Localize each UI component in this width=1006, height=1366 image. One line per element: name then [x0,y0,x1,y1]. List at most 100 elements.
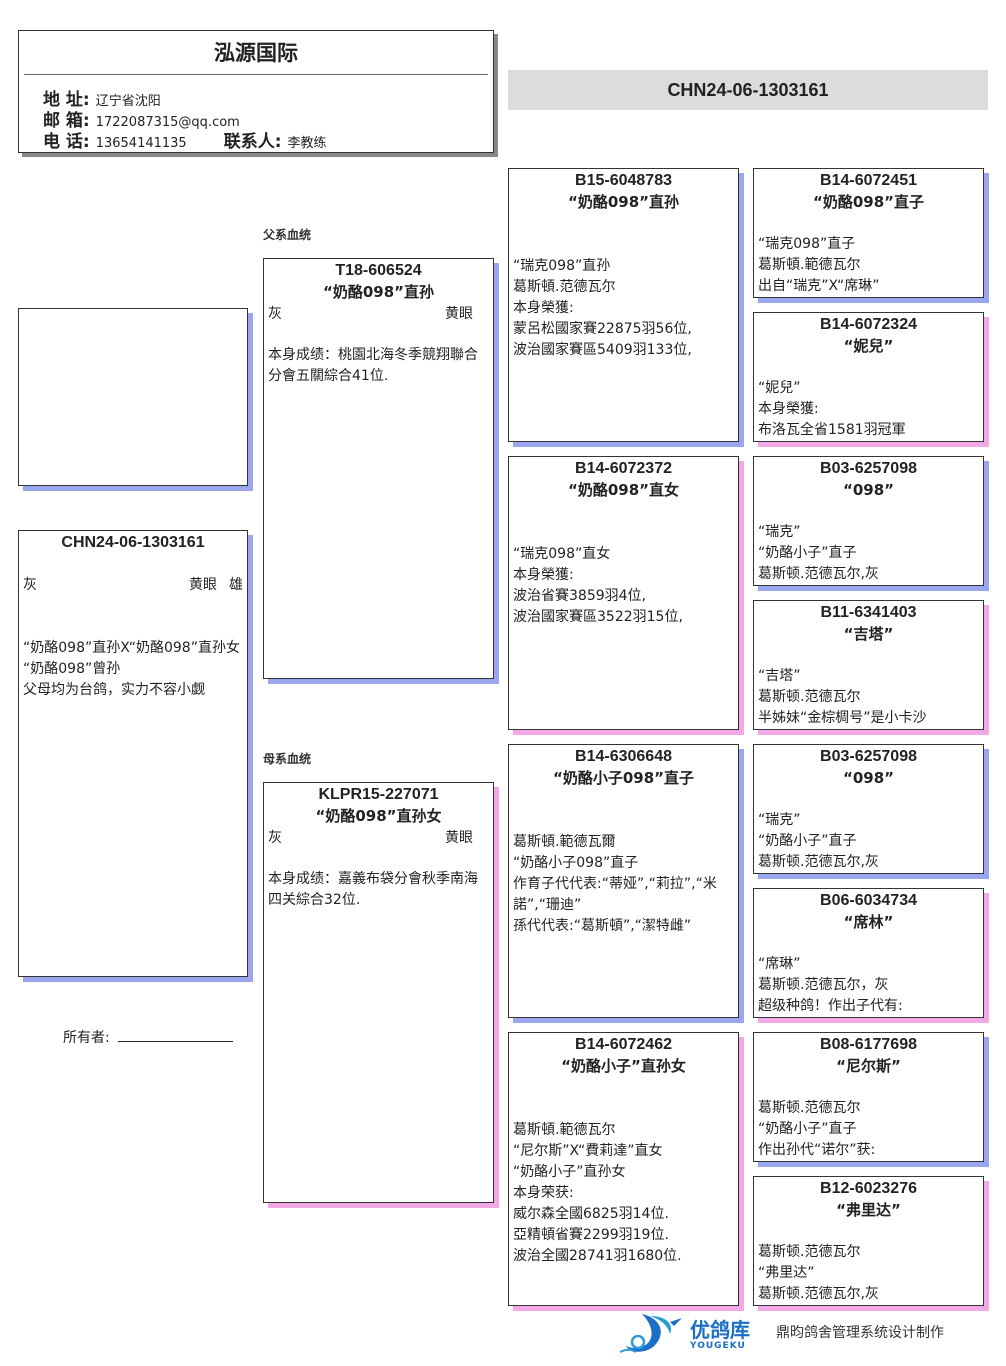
grandparent-notes: 葛斯頓.範德瓦尔“尼尔斯”X“費莉達”直女“奶酪小子”直孙女本身荣获:威尔森全國… [513,1120,734,1267]
note-line: “奶酪098”直孙X“奶酪098”直孙女 [23,640,240,656]
great-grandparent-notes: “妮兒”本身榮獲:布洛瓦全省1581羽冠軍 [758,378,979,441]
email-value: 1722087315@qq.com [95,115,240,130]
contact-label: 联系人: [223,132,282,152]
grandparent-notes: “瑞克098”直孙葛斯頓.范德瓦尔本身榮獲:蒙呂松國家賽22875羽56位,波治… [513,256,734,361]
grandparent-card: B14-6072372“奶酪098”直女“瑞克098”直女本身榮獲:波治省賽38… [508,456,739,730]
grandparent-name: “奶酪小子”直孙女 [561,1057,686,1075]
dam-section-label: 母系血统 [263,752,312,766]
great-grandparent-notes: “瑞克098”直子葛斯頓.範德瓦尔出自“瑞克”X“席琳” [758,234,979,297]
logo-subtext: YOUGEKU [690,1341,746,1351]
subject-ring-number: CHN24-06-1303161 [61,534,205,551]
note-line: 葛斯顿.范德瓦尔,灰 [758,1286,879,1302]
note-line: “弗里达” [758,1265,815,1281]
great-grandparent-ring-number: B03-6257098 [820,460,917,477]
note-line: 波治全國28741羽1680位. [513,1248,682,1264]
grandparent-ring-number: B14-6306648 [575,748,672,765]
great-grandparent-card: B03-6257098“098”“瑞克”“奶酪小子”直子葛斯顿.范德瓦尔,灰 [753,456,984,586]
note-line: 葛斯顿.范德瓦尔,灰 [758,854,879,870]
note-line: 葛斯顿.范德瓦尔,灰 [758,566,879,582]
great-grandparent-notes: “席琳” 葛斯顿.范德瓦尔，灰超级种鸽！作出子代有: [758,954,979,1017]
grandparent-card: B14-6306648 “奶酪小子098”直子葛斯頓.範德瓦爾“奶酪小子098”直… [508,744,739,1018]
note-line: 波治國家賽區3522羽15位, [513,609,683,625]
note-line: “吉塔” [758,668,801,684]
dam-notes: 本身成绩：嘉義布袋分會秋季南海四关綜合32位. [268,871,478,908]
note-line: 布洛瓦全省1581羽冠軍 [758,422,906,438]
great-grandparent-notes: 葛斯顿.范德瓦尔“弗里达”葛斯顿.范德瓦尔,灰 [758,1242,979,1305]
grandparent-card: B15-6048783“奶酪098”直孙“瑞克098”直孙葛斯頓.范德瓦尔本身榮… [508,168,739,442]
great-grandparent-notes: “瑞克”“奶酪小子”直子葛斯顿.范德瓦尔,灰 [758,810,979,873]
note-line: 本身榮獲: [513,567,574,583]
note-line: 波治省賽3859羽4位, [513,588,646,604]
note-line: 葛斯頓.範德瓦尔 [513,1122,616,1138]
note-line: 超级种鸽！作出子代有: [758,998,903,1014]
logo-text: 优鸽库 [690,1318,750,1342]
great-grandparent-ring-number: B03-6257098 [820,748,917,765]
great-grandparent-ring-number: B14-6072451 [820,172,917,189]
sire-traits: 灰 黄眼 [264,303,493,325]
phone-value: 13654141135 [95,136,187,151]
email-label: 邮 箱: [43,111,90,131]
note-line: “席琳” [758,956,801,972]
grandparent-card: B14-6072462“奶酪小子”直孙女葛斯頓.範德瓦尔“尼尔斯”X“費莉達”直… [508,1032,739,1306]
sire-eye: 黄眼 [445,306,473,322]
grandparent-notes: “瑞克098”直女本身榮獲: 波治省賽3859羽4位, 波治國家賽區3522羽15位… [513,544,734,628]
address-value: 辽宁省沈阳 [95,94,161,109]
dam-name: “奶酪098”直孙女 [315,807,442,825]
note-line: 葛斯顿.范德瓦尔 [758,1100,861,1116]
dam-traits: 灰 黄眼 [264,827,493,849]
dam-eye: 黄眼 [445,830,473,846]
subject-eye: 黄眼 [189,577,217,593]
pedigree-title-bar: CHN24-06-1303161 [508,70,988,110]
note-line: 波治國家賽區5409羽133位, [513,342,692,358]
note-line: 本身榮獲: [513,300,574,316]
note-line: 葛斯頓.範德瓦尔 [758,257,861,273]
subject-notes: “奶酪098”直孙X“奶酪098”直孙女 “奶酪098”曾孙 父母均为台鸽，实力… [23,638,243,701]
sire-notes: 本身成绩：桃園北海冬季競翔聯合分會五關綜合41位. [268,347,478,384]
credit-text: 鼎昀鸽舍管理系统设计制作 [776,1325,944,1341]
great-grandparent-name: “妮兒” [843,337,894,355]
great-grandparent-notes: “吉塔”葛斯顿.范德瓦尔半姊妹“金棕椆号”是小卡沙 [758,666,979,729]
sire-color: 灰 [268,306,282,322]
note-line: 葛斯頓.範德瓦爾 [513,834,616,850]
subject-color: 灰 [23,577,37,593]
sire-section-label: 父系血统 [263,228,312,242]
owner-label: 所有者: [63,1030,110,1046]
note-line: “奶酪小子”直子 [758,833,857,849]
great-grandparent-notes: “瑞克”“奶酪小子”直子葛斯顿.范德瓦尔,灰 [758,522,979,585]
note-line: “瑞克098”直孙 [513,258,611,274]
note-line: 葛斯顿.范德瓦尔，灰 [758,977,889,993]
great-grandparent-ring-number: B12-6023276 [820,1180,917,1197]
grandparent-name: “奶酪小子098”直子 [552,769,695,787]
dam-ring-number: KLPR15-227071 [318,786,439,803]
note-line: 父母均为台鸽，实力不容小觑 [23,682,205,698]
sire-card: T18-606524 “奶酪098”直孙 灰 黄眼 本身成绩：桃園北海冬季競翔聯… [263,258,494,679]
loft-info-card: 泓源国际 地 址: 辽宁省沈阳 邮 箱: 1722087315@qq.com 电… [18,30,494,153]
contact-value: 李教练 [287,136,327,151]
great-grandparent-card: B08-6177698“尼尔斯”葛斯顿.范德瓦尔“奶酪小子”直子作出孙代“诺尔”… [753,1032,984,1162]
great-grandparent-card: B14-6072324 “妮兒” “妮兒”本身榮獲:布洛瓦全省1581羽冠軍 [753,312,984,442]
note-line: 威尔森全國6825羽14位. [513,1206,669,1222]
great-grandparent-card: B03-6257098“098”“瑞克”“奶酪小子”直子葛斯顿.范德瓦尔,灰 [753,744,984,874]
great-grandparent-name: “吉塔” [843,625,894,643]
great-grandparent-name: “席林” [843,913,894,931]
sire-name: “奶酪098”直孙 [322,283,435,301]
dam-color: 灰 [268,830,282,846]
great-grandparent-name: “098” [842,769,895,787]
grandparent-ring-number: B15-6048783 [575,172,672,189]
pigeon-photo-placeholder [18,308,248,486]
divider [24,74,488,75]
subject-traits: 灰 黄眼 雄 [23,574,243,594]
dam-card: KLPR15-227071 “奶酪098”直孙女 灰 黄眼 本身成绩：嘉義布袋分… [263,782,494,1203]
note-line: “瑞克098”直女 [513,546,611,562]
great-grandparent-ring-number: B14-6072324 [820,316,917,333]
phone-row: 电 话: 13654141135 联系人: 李教练 [43,127,327,152]
great-grandparent-name: “弗里达” [836,1201,901,1219]
note-line: “奶酪小子”直子 [758,1121,857,1137]
grandparent-notes: 葛斯頓.範德瓦爾“奶酪小子098”直子作育子代代表:“蒂娅”,“莉拉”,“米諾”… [513,832,734,937]
note-line: 孫代代表:“葛斯頓”,“潔特雌” [513,918,692,934]
note-line: 亞精頓省賽2299羽19位. [513,1227,669,1243]
note-line: 半姊妹“金棕椆号”是小卡沙 [758,710,927,726]
address-label: 地 址: [43,90,90,110]
great-grandparent-notes: 葛斯顿.范德瓦尔“奶酪小子”直子作出孙代“诺尔”获: [758,1098,979,1161]
email-row: 邮 箱: 1722087315@qq.com [43,106,240,131]
